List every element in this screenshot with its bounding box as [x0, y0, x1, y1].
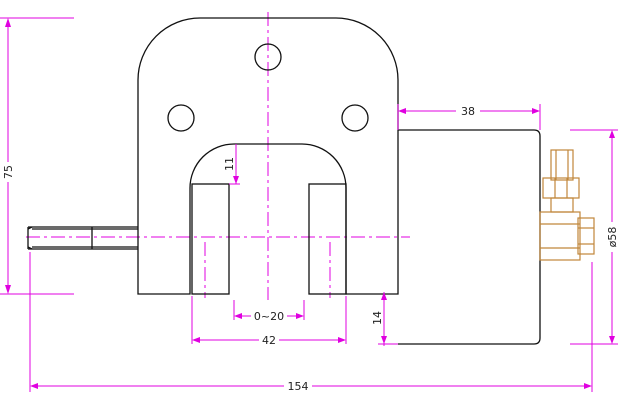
connector-cable	[550, 149, 574, 181]
cylinder-outline	[398, 129, 541, 345]
arrow-38-left	[398, 108, 406, 114]
arrow-14-bottom	[381, 336, 387, 344]
dimension-labels: 75 11 38 0~20 42 14 154 ø58	[2, 105, 619, 393]
dim-38-label: 38	[461, 105, 475, 118]
connector-neck	[550, 197, 574, 213]
arrow-38-right	[532, 108, 540, 114]
bg-75	[2, 162, 14, 182]
bg-42	[259, 333, 279, 347]
arrow-58-top	[609, 130, 615, 138]
arrow-42-left	[192, 337, 200, 343]
dim-42-label: 42	[262, 334, 276, 347]
right-jaw-block	[308, 183, 347, 295]
bracket	[27, 17, 399, 295]
right-mounting-hole	[341, 104, 369, 132]
bg-154	[284, 379, 312, 393]
bg-58	[605, 222, 619, 252]
shaft-chamfer-bottom	[27, 246, 33, 250]
center-lines	[26, 12, 410, 300]
arrow-0-20-right	[296, 313, 304, 319]
dimension-arrowheads	[5, 18, 615, 389]
bg-38	[456, 104, 480, 118]
bg-0-20	[251, 309, 287, 323]
dim-0-20-label: 0~20	[254, 310, 284, 323]
left-jaw-block	[191, 183, 230, 295]
connector-body	[539, 211, 581, 261]
dimension-text-backgrounds	[2, 104, 619, 393]
arrow-75-top	[5, 18, 11, 27]
top-mounting-hole	[254, 43, 282, 71]
arrow-14-top	[381, 292, 387, 300]
dim-58-label: ø58	[606, 227, 619, 248]
bracket-outline	[137, 17, 399, 295]
left-mounting-hole	[167, 104, 195, 132]
dim-14-label: 14	[371, 311, 384, 325]
cylinder-body	[398, 129, 541, 345]
connector	[539, 149, 595, 261]
dim-75-label: 75	[2, 165, 15, 179]
connector-cap	[577, 217, 595, 255]
arrow-0-20-left	[234, 313, 242, 319]
dim-11-label: 11	[223, 157, 236, 171]
arrow-58-bottom	[609, 336, 615, 344]
arrow-154-left	[30, 383, 38, 389]
arrow-75-bottom	[5, 285, 11, 294]
dim-154-label: 154	[288, 380, 309, 393]
arrow-42-right	[338, 337, 346, 343]
arrow-154-right	[584, 383, 592, 389]
shaft-chamfer-top	[27, 226, 33, 230]
connector-nut	[542, 177, 580, 199]
arrow-11-bottom	[233, 176, 239, 184]
